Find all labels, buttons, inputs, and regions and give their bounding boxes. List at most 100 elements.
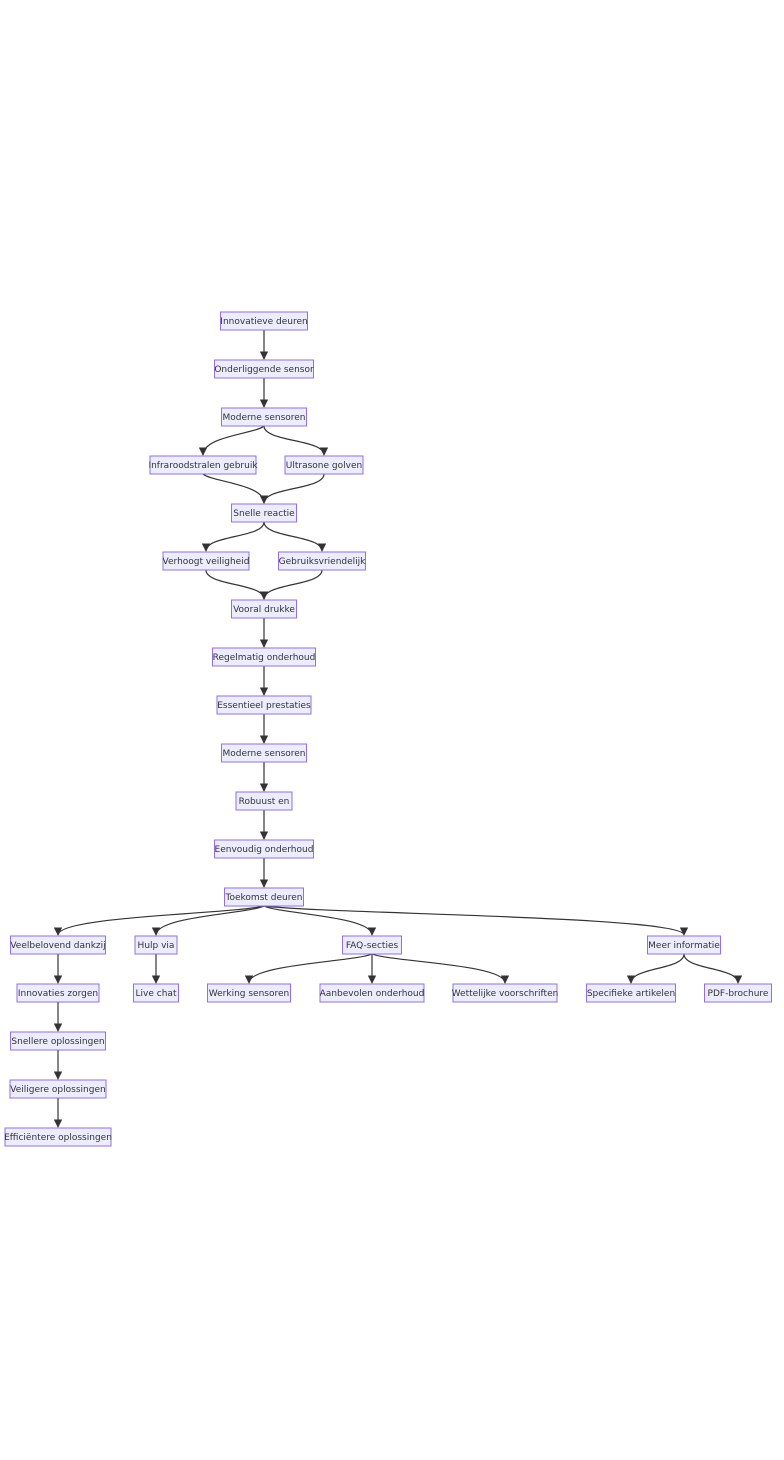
node-infraroodstralen-gebruik: Infraroodstralen gebruik [148, 455, 258, 475]
node-box [284, 455, 364, 475]
node-box [704, 983, 772, 1003]
node-efficientere-oplossingen: Efficiëntere oplossingen [4, 1127, 112, 1147]
node-box [224, 887, 304, 907]
node-box [134, 935, 178, 955]
node-aanbevolen-onderhoud: Aanbevolen onderhoud [319, 983, 425, 1003]
node-box [235, 791, 293, 811]
edge-n19-to-n25 [626, 953, 685, 984]
node-box [342, 935, 402, 955]
edge-n19-to-n26 [683, 953, 743, 984]
node-essentieel-prestaties: Essentieel prestaties [216, 695, 312, 715]
node-label: Eenvoudig onderhoud [215, 845, 314, 855]
node-veelbelovend-dankzij: Veelbelovend dankzij [10, 935, 106, 955]
node-box [133, 983, 179, 1003]
edge-n8-to-n9 [259, 569, 323, 600]
node-box [647, 935, 721, 955]
node-box [10, 935, 106, 955]
node-label: Meer informatie [648, 941, 720, 951]
node-label: Robuust en [239, 797, 290, 807]
node-label: Essentieel prestaties [217, 701, 311, 711]
edge-n15-to-n18 [263, 905, 377, 936]
node-faq-secties: FAQ-secties [342, 935, 402, 955]
node-label: Onderliggende sensor [214, 365, 314, 375]
node-box [149, 455, 257, 475]
node-label: Toekomst deuren [225, 893, 303, 903]
node-live-chat: Live chat [133, 983, 179, 1003]
node-toekomst-deuren: Toekomst deuren [224, 887, 304, 907]
node-label: Wettelijke voorschriften [452, 989, 559, 999]
edges-layer [53, 330, 743, 1128]
node-box [4, 1127, 112, 1147]
node-werking-sensoren: Werking sensoren [207, 983, 291, 1003]
node-label: FAQ-secties [346, 941, 399, 951]
edge-n15-to-n16 [53, 905, 265, 936]
node-vooral-drukke: Vooral drukke [231, 599, 297, 619]
edge-n6-to-n7 [201, 521, 265, 552]
node-box [220, 311, 308, 331]
node-label: Moderne sensoren [222, 749, 305, 759]
node-moderne-sensoren: Moderne sensoren [221, 743, 307, 763]
edge-n4-to-n6 [202, 473, 269, 504]
node-box [162, 551, 250, 571]
node-hulp-via: Hulp via [134, 935, 178, 955]
node-wettelijke-voorschriften: Wettelijke voorschriften [452, 983, 559, 1003]
node-meer-informatie: Meer informatie [647, 935, 721, 955]
node-box [319, 983, 425, 1003]
node-box [221, 743, 307, 763]
node-label: Gebruiksvriendelijk [279, 557, 367, 567]
node-label: Innovatieve deuren [220, 317, 307, 327]
node-box [9, 1079, 107, 1099]
node-regelmatig-onderhoud: Regelmatig onderhoud [212, 647, 316, 667]
node-snellere-oplossingen: Snellere oplossingen [10, 1031, 106, 1051]
node-label: PDF-brochure [708, 989, 769, 999]
node-specifieke-artikelen: Specifieke artikelen [586, 983, 676, 1003]
node-verhoogt-veiligheid: Verhoogt veiligheid [162, 551, 250, 571]
node-box [586, 983, 676, 1003]
edge-n3-to-n5 [263, 425, 329, 456]
node-robuust-en: Robuust en [235, 791, 293, 811]
node-moderne-sensoren: Moderne sensoren [221, 407, 307, 427]
node-ultrasone-golven: Ultrasone golven [284, 455, 364, 475]
node-box [278, 551, 366, 571]
node-box [216, 695, 312, 715]
edge-n6-to-n8 [263, 521, 327, 552]
node-label: Vooral drukke [233, 605, 295, 615]
node-innovaties-zorgen: Innovaties zorgen [16, 983, 100, 1003]
node-label: Regelmatig onderhoud [213, 653, 316, 663]
node-label: Veelbelovend dankzij [10, 941, 105, 951]
node-label: Moderne sensoren [222, 413, 305, 423]
node-pdf-brochure: PDF-brochure [704, 983, 772, 1003]
edge-n18-to-n24 [371, 953, 510, 984]
node-box [214, 839, 314, 859]
node-label: Efficiëntere oplossingen [4, 1133, 112, 1143]
node-box [221, 407, 307, 427]
edge-n5-to-n6 [259, 473, 325, 504]
node-snelle-reactie: Snelle reactie [231, 503, 297, 523]
edge-n15-to-n17 [151, 905, 265, 936]
node-veiligere-oplossingen: Veiligere oplossingen [9, 1079, 107, 1099]
node-box [207, 983, 291, 1003]
edge-n3-to-n4 [198, 425, 265, 456]
node-label: Live chat [136, 989, 177, 999]
node-box [231, 503, 297, 523]
node-onderliggende-sensor: Onderliggende sensor [214, 359, 314, 379]
node-label: Specifieke artikelen [587, 989, 675, 999]
node-label: Hulp via [138, 941, 175, 951]
node-label: Ultrasone golven [286, 461, 362, 471]
node-label: Innovaties zorgen [18, 989, 98, 999]
node-box [452, 983, 558, 1003]
node-label: Verhoogt veiligheid [163, 557, 250, 567]
node-label: Werking sensoren [209, 989, 289, 999]
node-innovatieve-deuren: Innovatieve deuren [220, 311, 308, 331]
node-eenvoudig-onderhoud: Eenvoudig onderhoud [214, 839, 314, 859]
node-box [16, 983, 100, 1003]
node-box [214, 359, 314, 379]
node-label: Aanbevolen onderhoud [320, 989, 425, 999]
edge-n18-to-n22 [244, 953, 373, 984]
node-label: Infraroodstralen gebruik [148, 461, 258, 471]
node-label: Snelle reactie [233, 509, 295, 519]
edge-n15-to-n19 [263, 905, 689, 936]
edge-n7-to-n9 [205, 569, 269, 600]
